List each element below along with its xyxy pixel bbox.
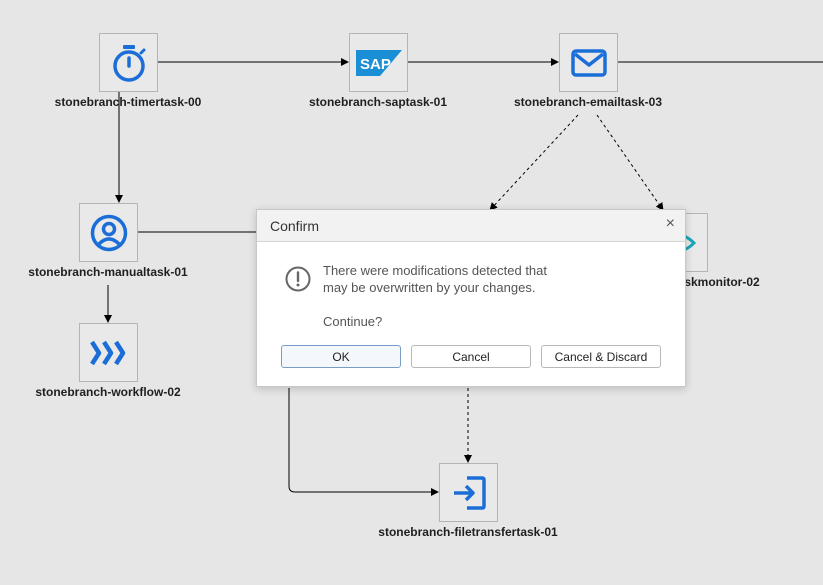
sign-in-icon — [453, 475, 486, 510]
dialog-header[interactable]: Confirm × — [257, 210, 685, 242]
node-filetransfertask[interactable] — [439, 463, 498, 522]
node-workflow[interactable] — [79, 323, 138, 382]
cancel-button[interactable]: Cancel — [411, 345, 531, 368]
node-label-filetransfertask: stonebranch-filetransfertask-01 — [378, 525, 558, 539]
dialog-question: Continue? — [323, 314, 383, 329]
dialog-title: Confirm — [270, 218, 320, 234]
envelope-icon — [570, 48, 607, 77]
sap-logo-icon: SAP — [355, 49, 402, 76]
node-timertask[interactable] — [99, 33, 158, 92]
ok-button[interactable]: OK — [281, 345, 401, 368]
node-label-timertask: stonebranch-timertask-00 — [54, 95, 202, 109]
confirm-dialog: Confirm × There were modifications detec… — [256, 209, 686, 387]
edge-email-dashed-right — [596, 114, 664, 211]
node-label-emailtask: stonebranch-emailtask-03 — [513, 95, 663, 109]
edge-elbow-filetransfer — [288, 388, 439, 496]
node-saptask[interactable]: SAP — [349, 33, 408, 92]
dialog-message-line-1: There were modifications detected that — [323, 263, 548, 278]
user-circle-icon — [90, 214, 127, 251]
dialog-message-line-2: may be overwritten by your changes. — [323, 280, 536, 295]
node-manualtask[interactable] — [79, 203, 138, 262]
node-emailtask[interactable] — [559, 33, 618, 92]
edge-email-dashed-left — [489, 114, 579, 211]
stopwatch-icon — [112, 44, 145, 82]
chevrons-right-icon — [89, 340, 125, 365]
svg-text:SAP: SAP — [360, 56, 391, 73]
node-label-saptask: stonebranch-saptask-01 — [308, 95, 448, 109]
exclamation-circle-icon — [285, 266, 311, 292]
node-label-workflow: stonebranch-workflow-02 — [35, 385, 181, 399]
node-label-taskmonitor: skmonitor-02 — [684, 275, 760, 289]
node-label-manualtask: stonebranch-manualtask-01 — [28, 265, 188, 279]
close-icon[interactable]: × — [665, 215, 675, 232]
cancel-discard-button[interactable]: Cancel & Discard — [541, 345, 661, 368]
